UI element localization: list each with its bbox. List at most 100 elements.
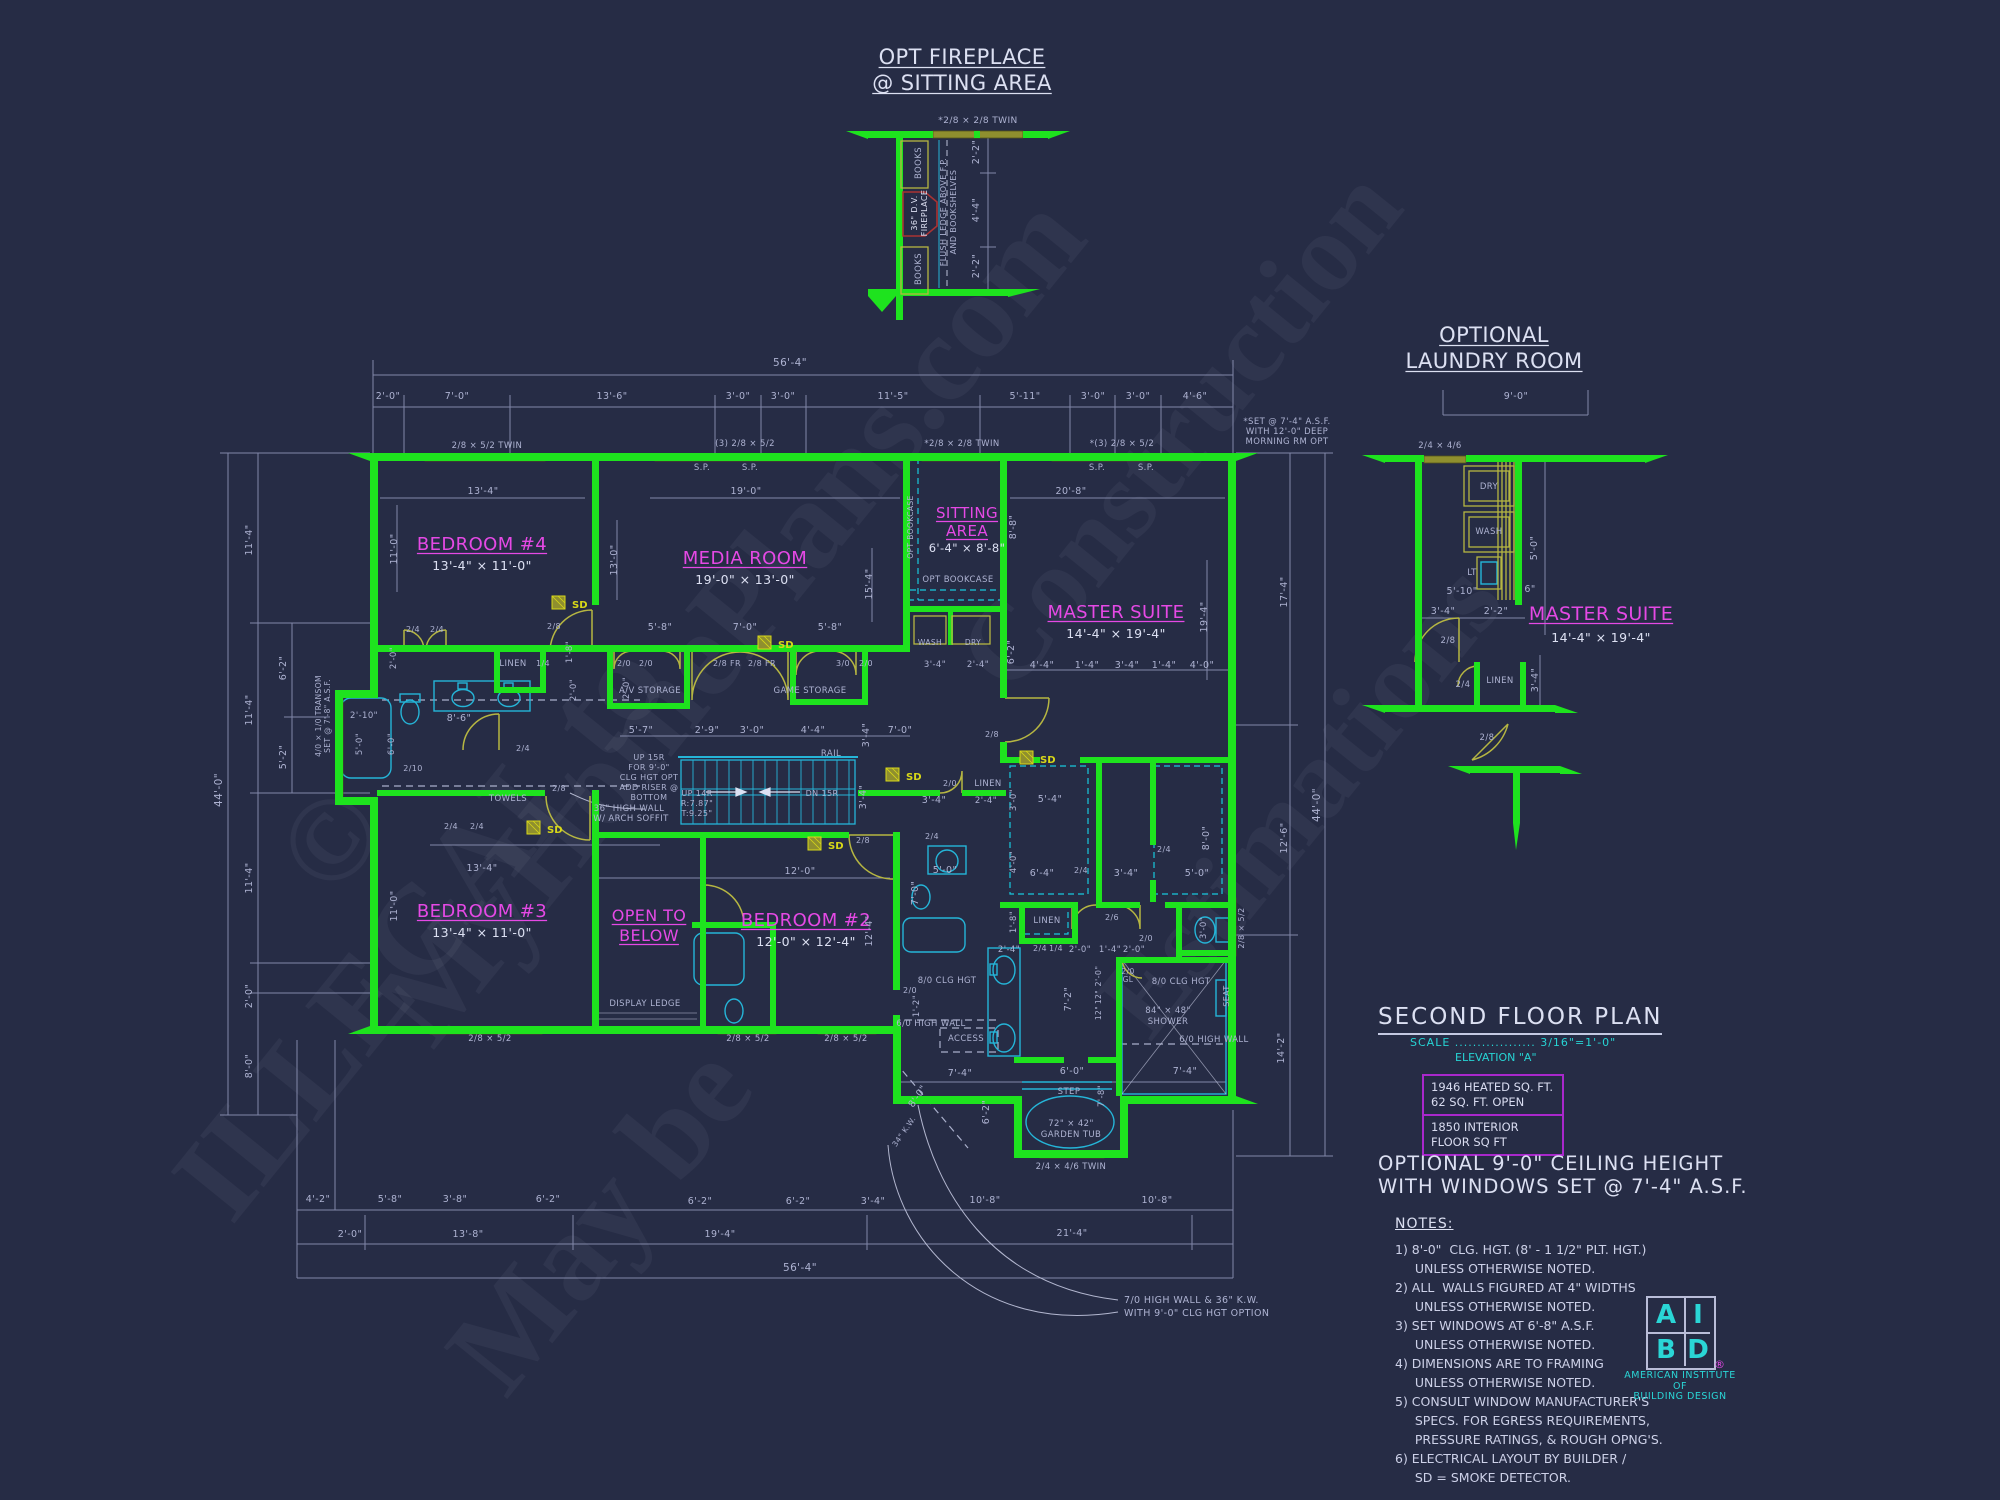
dim-label: 6'-2" [981,1100,992,1125]
dim-label: 13'-4" × 11'-0" [432,925,532,940]
dim-label: 4'-6" [1183,391,1208,402]
dim-label: UP 14R [681,789,712,798]
room-or-title-label: BELOW [619,926,679,945]
dim-label: S.P. [742,463,758,473]
shower-seat [1215,979,1227,1017]
logo-letter-b: B [1648,1332,1686,1366]
dim-label: 20'-8" [1056,486,1087,497]
dim-label: 44'-0" [213,773,225,807]
dim-label: 3/0 [836,659,850,668]
dim-label: 8/0 CLG HGT [1152,977,1211,987]
dim-label: 2'-0" [376,391,401,402]
dim-label: 3'-4" [1431,606,1456,617]
dim-label: S.P. [694,463,710,473]
dim-label: 7'-0" [445,391,470,402]
dim-label: 2/8 FR [748,659,776,668]
dim-label: 19'-0" × 13'-0" [695,572,795,587]
dim-label: 3'-4" [858,785,869,810]
dim-label: BOTTOM [631,793,668,802]
dim-label: 13'-4" × 11'-0" [432,558,532,573]
doors [403,609,1509,979]
dim-label: 13'-6" [597,391,628,402]
dim-label: DRY [1480,482,1499,492]
dim-label: LT [1467,568,1477,578]
dim-label: 8'-0" [244,1054,255,1079]
faucet [989,1031,998,1044]
notes-list: 1) 8'-0" CLG. HGT. (8' - 1 1/2" PLT. HGT… [1395,1240,1663,1487]
dim-label: 36" HIGH WALL [594,804,664,814]
room-or-title-label: BEDROOM #2 [741,910,871,931]
dim-label: 5'-0" [355,733,365,755]
dim-label: 10'-8" [970,1195,1001,1206]
toilet [400,699,420,725]
dim-label: 11'-4" [244,695,255,726]
dim-label: WASH [1475,527,1502,537]
room-or-title-label: @ SITTING AREA [872,71,1052,95]
dim-label: 4'-4" [971,198,982,223]
dim-label: *SET @ 7'-4" A.S.F. [1243,417,1330,427]
dim-label: 5'-8" [378,1194,403,1205]
dim-label: 2'-0" [389,647,399,669]
dim-label: 6'-0" [1060,1066,1085,1077]
dim-label: 6'-2" [688,1196,713,1207]
room-or-title-label: AREA [946,522,988,540]
dim-label: 13'-0" [609,545,620,576]
dim-label: 12'-6" [1279,823,1290,854]
room-or-title-label: OPT FIREPLACE [879,45,1046,69]
dim-label: 2/4 [1456,680,1471,690]
dim-label: BOOKS [914,253,924,285]
smoke-detector-label: SD [572,600,588,611]
dim-label: 4'-4" [1030,660,1055,671]
dim-label: 34" K.W. [890,1115,917,1149]
dim-label: 3'-4" [861,723,872,748]
dim-label: SHOWER [1148,1017,1189,1027]
dim-label: 7/0 HIGH WALL & 36" K.W. [1124,1295,1259,1306]
dim-label: 3'-4" [1530,668,1541,693]
dim-label: 19'-0" [731,486,762,497]
dim-label: 2/10 [403,764,423,773]
room-or-title-label: BEDROOM #4 [417,534,547,555]
dim-label: 3'-0" [726,391,751,402]
vanity-counter [433,680,531,712]
dim-label: 5'-10" [1447,586,1478,597]
dim-label: 5'-0" [1529,536,1540,561]
dim-label: OPT BOOKCASE [906,495,915,558]
laundry-appliances [900,140,1515,645]
smoke-detector-label: SD [906,772,922,783]
dim-label: 2/0 [1121,967,1134,976]
dim-label: 3'-0" [1081,391,1106,402]
elevation-note: ELEVATION "A" [1455,1051,1537,1064]
window-mullions [482,131,1150,461]
dim-label: 3'-4" [1114,868,1139,879]
scale-note: SCALE .................. 3/16"=1'-0" [1410,1036,1617,1049]
dim-label: 2/0 [903,986,917,995]
dim-label: 2'-10" [350,711,378,721]
logo-letter-a: A [1648,1298,1686,1332]
dim-label: 15'-4" [864,569,875,600]
dim-label: 44'-0" [1311,788,1323,822]
dim-label: 7'-8" [1097,1085,1107,1107]
dim-label: 7'-4" [1173,1066,1198,1077]
dim-label: 3'-0" [1009,789,1019,811]
dim-label: 6'-4" × 8'-8" [929,541,1006,555]
dim-label: ADD RISER @ [620,783,679,792]
dim-label: BOOKS [914,147,924,179]
dim-label: MORNING RM OPT [1246,437,1329,447]
dim-label: 2'-4" [975,796,997,806]
dim-label: 14'-4" × 19'-4" [1066,626,1166,641]
dim-label: WITH 12'-0" DEEP [1246,427,1328,437]
note-line: 2) ALL WALLS FIGURED AT 4" WIDTHS [1395,1280,1636,1295]
dim-label: T:9.25" [681,809,713,818]
note-line: UNLESS OTHERWISE NOTED. [1395,1375,1596,1390]
page-title: SECOND FLOOR PLAN [1378,1004,1663,1035]
toilet [911,884,931,910]
note-line: 3) SET WINDOWS AT 6'-8" A.S.F. [1395,1318,1595,1333]
dim-label: *2/8 × 2/8 TWIN [924,439,999,449]
dim-label: LINEN [499,659,526,669]
dim-label: GL [1123,975,1134,984]
room-or-title-label: MASTER SUITE [1529,603,1673,625]
dim-label: 6'-2" [786,1196,811,1207]
dim-label: 2/4 [1157,845,1171,854]
dim-label: 3'-0" [740,725,765,736]
dim-label: GAME STORAGE [773,686,846,696]
